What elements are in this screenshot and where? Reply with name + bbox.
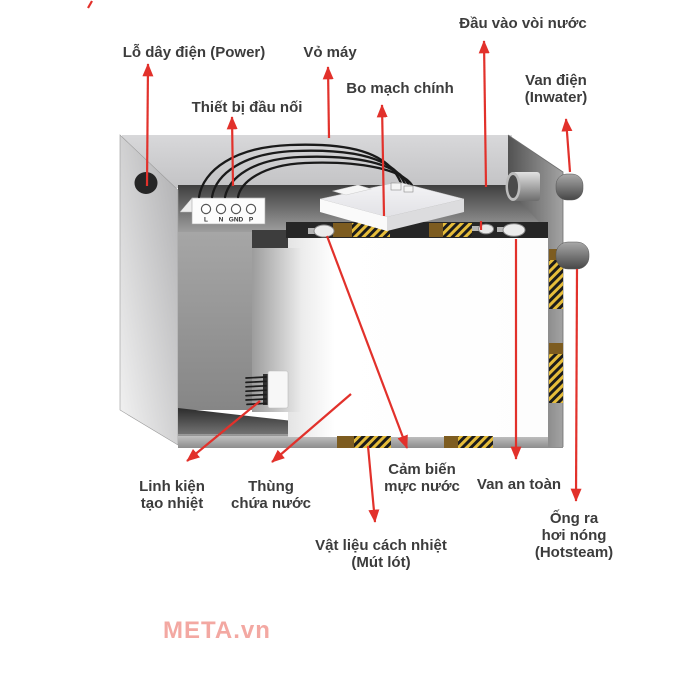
label-connector: Thiết bị đầu nối [191, 99, 303, 116]
top-panel [122, 135, 512, 188]
terminal-pin-label: GND [229, 217, 244, 224]
arrow-heater [186, 400, 261, 462]
arrow-connector [226, 116, 238, 187]
tank-insulation-stripes [333, 223, 563, 448]
safety-valve [497, 223, 526, 237]
label-casing: Vỏ máy [303, 44, 357, 61]
arrow-insulation [366, 445, 380, 523]
arrow-level-sensor [325, 235, 409, 449]
arrow-water-inlet [478, 40, 490, 188]
tank-inlet-fitting [472, 223, 494, 235]
circuit-board [319, 181, 465, 231]
label-mainboard: Bo mạch chính [346, 80, 454, 97]
water-tank [252, 222, 548, 437]
arrow-inwater-valve [561, 118, 573, 173]
pcb-connector [390, 182, 402, 191]
watermark-logo: META.vn [163, 617, 271, 644]
terminal-block: L N GND P [179, 197, 266, 225]
tank-front-face [288, 238, 548, 437]
inwater-valve [555, 173, 584, 201]
arrow-tank [271, 393, 352, 463]
arrow-edge-fragment [87, 0, 93, 9]
arrow-hotsteam [570, 268, 582, 502]
arrow-power-hole [142, 63, 154, 187]
pcb-connector [403, 185, 414, 193]
terminal-pin-label: P [249, 217, 254, 224]
water-inlet-pipe [505, 172, 540, 201]
hotsteam-pipe [555, 241, 590, 270]
label-water-inlet: Đầu vào vòi nước [459, 15, 587, 32]
label-insulation: Vật liệu cách nhiệt(Mút lót) [315, 537, 447, 571]
arrow-mainboard [376, 104, 388, 217]
arrow-casing [322, 66, 334, 139]
label-safety-valve: Van an toàn [476, 476, 562, 493]
terminal-pin-label: L [204, 217, 208, 224]
inner-back-wall [178, 232, 252, 410]
pcb-relay [331, 184, 373, 196]
water-level-sensor [308, 224, 335, 238]
label-power-hole: Lỗ dây điện (Power) [122, 44, 266, 61]
callout-arrows [87, 0, 582, 523]
label-inwater-valve: Van điện(Inwater) [524, 72, 588, 106]
terminal-pin-label: N [219, 217, 224, 224]
